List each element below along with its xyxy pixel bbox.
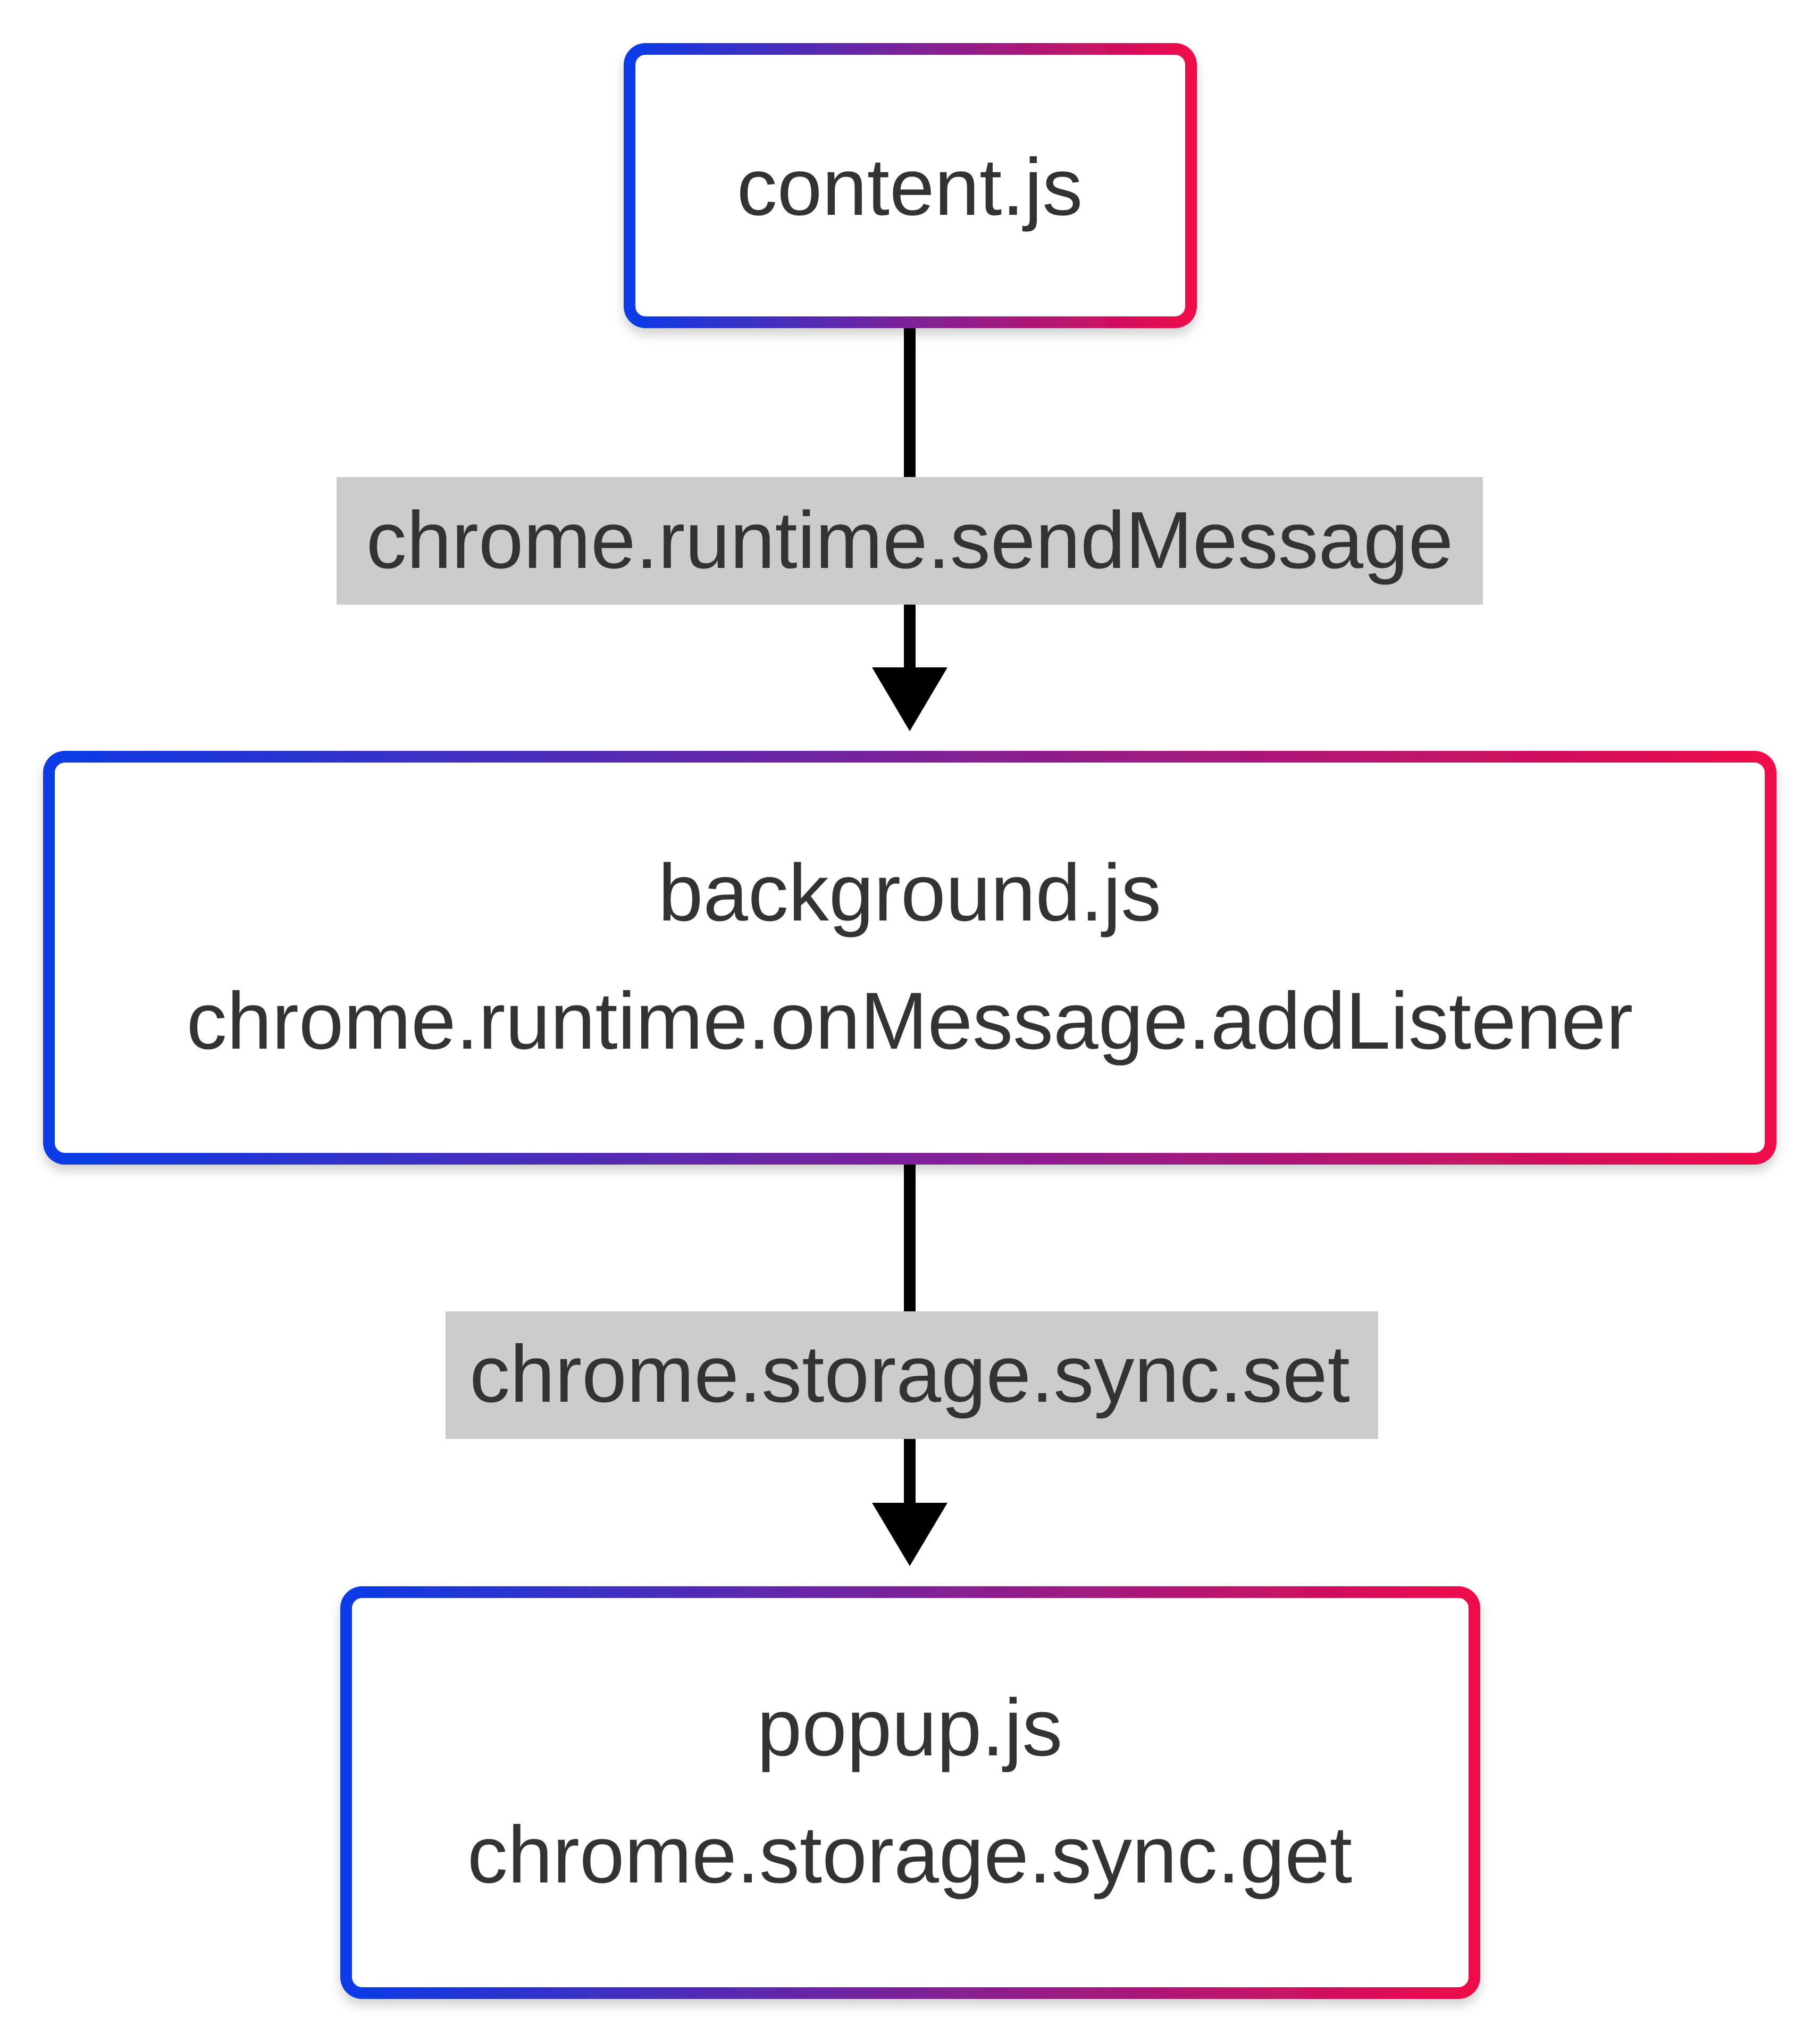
node-title: content.js [737, 142, 1083, 232]
node-background-js: background.js chrome.runtime.onMessage.a… [43, 751, 1776, 1165]
node-box [624, 43, 1197, 328]
arrow-down-icon [872, 667, 947, 731]
node-subtitle: chrome.storage.sync.get [467, 1810, 1352, 1900]
node-title: background.js [658, 848, 1161, 938]
node-subtitle: chrome.runtime.onMessage.addListener [187, 976, 1633, 1066]
node-title: popup.js [757, 1683, 1063, 1773]
node-content-js: content.js [624, 43, 1197, 328]
edge-label-background [446, 1311, 1378, 1439]
edge-label: chrome.storage.sync.set [469, 1329, 1350, 1419]
node-popup-js: popup.js chrome.storage.sync.get [340, 1586, 1480, 1999]
node-box [43, 751, 1776, 1165]
edge-label: chrome.runtime.sendMessage [366, 495, 1454, 585]
edge-background-to-popup: chrome.storage.sync.set [446, 1161, 1378, 1566]
node-box [340, 1586, 1480, 1999]
edge-label-background [337, 477, 1483, 605]
edge-content-to-background: chrome.runtime.sendMessage [337, 324, 1483, 731]
arrow-down-icon [872, 1503, 947, 1566]
